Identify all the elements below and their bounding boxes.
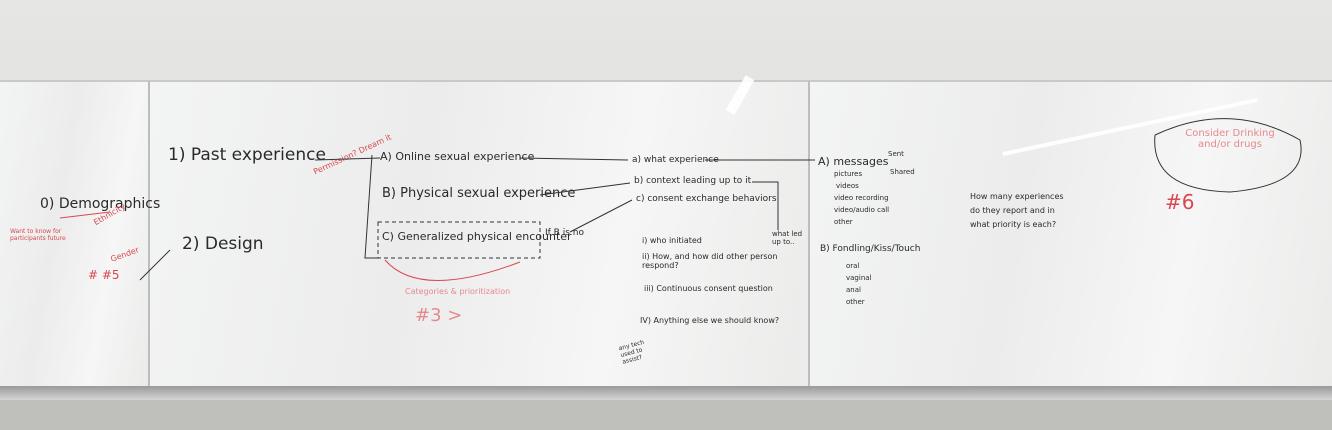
- if-b-no: If B is no: [545, 228, 584, 238]
- messages-item: video recording: [834, 194, 889, 202]
- physical-item: other: [846, 298, 865, 306]
- marker-tray: [0, 386, 1332, 400]
- physical-item: vaginal: [846, 274, 872, 282]
- item-b: B) Physical sexual experience: [382, 186, 576, 201]
- consider-note: Consider Drinking and/or drugs: [1185, 128, 1275, 150]
- messages-item: videos: [836, 182, 859, 190]
- physical-heading: B) Fondling/Kiss/Touch: [820, 244, 921, 254]
- context-a: a) what experience: [632, 155, 719, 165]
- context-iv: IV) Anything else we should know?: [640, 316, 780, 325]
- b-to-context-line: [539, 182, 631, 196]
- floor: [0, 400, 1332, 430]
- what-led-bracket: [752, 181, 779, 230]
- messages-item: video/audio call: [834, 206, 890, 214]
- design-line: [139, 249, 171, 281]
- how-many-note: How many experiences do they report and …: [970, 192, 1064, 229]
- context-i: i) who initiated: [642, 236, 702, 245]
- categories-note: Categories & prioritization: [405, 287, 511, 296]
- item-c: C) Generalized physical encounter: [382, 230, 572, 243]
- future-note: Want to know for participants future: [10, 228, 66, 242]
- messages-item: pictures: [834, 170, 863, 178]
- c-dashed-box: [377, 221, 541, 259]
- design-heading: 2) Design: [182, 234, 264, 254]
- whiteboard-panel-center: [148, 80, 810, 390]
- past-to-a-line: [314, 157, 381, 161]
- context-c: c) consent exchange behaviors: [636, 194, 777, 204]
- whiteboard-panel-right: [808, 80, 1332, 390]
- red-curve: [384, 259, 521, 281]
- context-b: b) context leading up to it: [634, 176, 752, 186]
- item-a: A) Online sexual experience: [380, 150, 535, 163]
- demographics-heading: 0) Demographics: [40, 196, 161, 212]
- red-underline: [59, 211, 111, 219]
- consider-circle: [1154, 118, 1302, 193]
- shared-label: Shared: [890, 168, 915, 176]
- physical-item: anal: [846, 286, 861, 294]
- whiteboard-panel-left: [0, 80, 148, 390]
- marker-6: #6: [1165, 190, 1195, 214]
- messages-heading: A) messages: [818, 155, 889, 168]
- what-led-note: what led up to..: [772, 230, 803, 246]
- context-ii: ii) How, and how did other person respon…: [642, 252, 778, 270]
- physical-item: oral: [846, 262, 860, 270]
- past-experience-heading: 1) Past experience: [168, 145, 326, 165]
- marker-5: # #5: [88, 268, 120, 282]
- context-iii: iii) Continuous consent question: [644, 284, 773, 293]
- bracket-line: [364, 154, 378, 259]
- c-to-context-line: [569, 199, 633, 233]
- a-to-context-line: [519, 157, 629, 161]
- marker-3: #3 >: [415, 305, 463, 326]
- sent-label: Sent: [888, 150, 904, 158]
- messages-item: other: [834, 218, 853, 226]
